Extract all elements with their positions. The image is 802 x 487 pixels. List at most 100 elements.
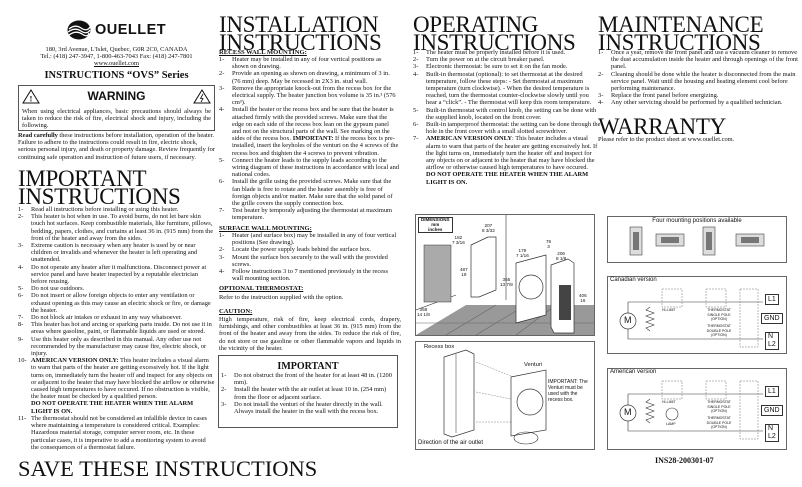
heating-element-icon [645,306,655,332]
item-emphasis: AMERICAN VERSION ONLY [426,135,512,143]
operating-list: 1- The heater must be properly installed … [413,49,601,186]
item-text: Electronic thermostat: be sure to set it… [426,63,567,70]
item-text: Install the heater or the recess box and… [232,106,399,156]
item-number: 1- [221,372,227,379]
list-item: 3-Extreme caution is necessary when any … [18,242,215,264]
list-item: 1- Heater may be installed in any of four… [219,56,399,70]
wiring-drawing [619,380,763,440]
logo: OUELLET [67,20,166,40]
item-number: 4- [413,70,419,78]
item-number: 8- [18,321,24,329]
item-emphasis: AMERICAN VERSION ONLY: [31,357,119,365]
list-item: 1-Heater (and surface box) may be instal… [219,232,399,246]
list-item: 6- Built-in tamperproof thermostat: the s… [413,121,601,135]
item-body: This heater is hot when in use. To avoid… [31,213,214,242]
canadian-wiring-diagram: Canadian version M HI-LIMIT THERMOSTAT S… [607,276,787,354]
list-item: 2- Cleaning should be done while the heat… [598,71,798,93]
list-item: 4-Any other servicing should be performe… [598,99,798,106]
item-body: Built-in thermostat with control knob, t… [426,106,597,121]
list-item: 1-Once a year, remove the front panel an… [598,49,798,71]
list-item: 7-AMERICAN VERSION ONLY: This heater inc… [413,135,601,185]
item-text: Connect the heater leads to the supply l… [232,157,399,179]
item-body: Install the heater with the air outlet a… [234,386,387,401]
recess-mounting-list: 1- Heater may be installed in any of four… [219,56,399,222]
website-link[interactable]: www.ouellet.com [93,60,140,68]
item-number: 1- [598,49,604,56]
item-body: Read all instructions before installing … [31,206,179,213]
ouellet-logo-icon [67,20,91,40]
list-item: 6-Do not insert or allow foreign objects… [18,292,215,314]
motor-icon [619,404,637,422]
item-number: 4- [18,263,24,271]
item-text: This heater has hot and arcing or sparki… [31,321,215,335]
item-number: 1- [219,56,225,63]
thermostat-text: Refer to the instruction supplied with t… [219,294,344,301]
item-text: Remove the appropriate knock-out from th… [232,85,399,107]
list-item: 6-Install the grille using the provided … [219,178,399,207]
item-body: The thermostat should not be considered … [31,414,208,451]
mounting-positions-drawing [629,226,765,256]
list-item: 5-Built-in thermostat with control knob,… [413,107,601,121]
warning-text: When using electrical appliances, basic … [22,108,211,130]
item-body: If the recess box is pre-installed, inse… [232,135,399,157]
item-body: Do not obstruct the front of the heater … [234,372,392,387]
important-instructions-list: 1-Read all instructions before installin… [18,206,215,451]
item-number: 6- [413,121,419,129]
list-item: 1- The heater must be properly installed … [413,49,601,56]
lamp-icon [665,407,679,421]
item-number: 3- [219,84,225,92]
list-item: 2-Locate the power supply leads behind t… [219,246,399,253]
list-item: 8- This heater has hot and arcing or spar… [18,321,215,335]
item-body: Do not block air intakes or exhaust in a… [31,314,183,322]
caution-title: CAUTION: [219,308,253,315]
list-item: 3-Do not install the venturi of the heat… [221,401,395,415]
list-item: 4- Do not operate any heater after it mal… [18,264,215,286]
item-text: Turn the power on at the circuit breaker… [426,56,544,63]
wiring-drawing [619,288,763,348]
recess-box-figure: Recess box Venturi IMPORTANT: The Ventur… [415,341,595,450]
item-number: 3- [219,253,225,261]
item-number: 2- [413,56,419,64]
item-body: Install the grille using the provided sc… [232,178,393,208]
air-outlet-label: Direction of the air outlet [418,440,484,447]
item-number: 2- [219,70,225,78]
venturi-note: IMPORTANT: The Venturi must be used with… [548,379,588,403]
thermostat-double-label: THERMOSTAT DOUBLE POLE (OPTION) [706,324,732,337]
item-text: Do not operate any heater after it malfu… [31,264,215,286]
item-body: Any other servicing should be performed … [611,99,783,107]
item-text: Do not obstruct the front of the heater … [234,372,395,386]
lamp-label: LAMP [666,422,676,426]
item-body: Built-in thermostat (optional): to set t… [426,70,592,107]
document-code: INS28-200301-07 [655,456,714,465]
phone: Tel.: (418) 247-3947, 1-800-463-7043 Fax… [40,53,193,61]
motor-icon [619,312,637,330]
american-wiring-diagram: American version M HI-LIMIT LAMP THERMOS… [607,368,787,450]
item-text: AMERICAN VERSION ONLY: This heater inclu… [31,357,215,415]
surface-title: SURFACE WALL MOUNTING: [219,225,312,232]
item-number: 3- [413,63,419,71]
item-body: Extreme caution is necessary when any he… [31,242,198,264]
item-text: Built-in tamperproof thermostat: the set… [426,121,601,135]
mounting-positions-figure: Four mounting positions available [607,216,787,263]
warning-title: WARNING [87,89,146,103]
item-body: Cleaning should be done while the heater… [611,70,796,93]
item-body: Do not insert or allow foreign objects t… [31,292,211,314]
item-number: 5- [18,285,24,293]
item-text: Built-in thermostat with control knob, t… [426,107,601,121]
item-number: 10- [18,357,27,365]
item-number: 2- [598,70,604,78]
svg-text:!: ! [30,94,33,103]
item-text: The heater must be properly installed be… [426,49,565,56]
item-number: 1- [413,49,419,56]
item-text: Heater may be installed in any of four v… [232,56,399,70]
hilimit-label: HI-LIMIT [662,308,676,312]
recess-box-label: Recess box [424,344,455,350]
